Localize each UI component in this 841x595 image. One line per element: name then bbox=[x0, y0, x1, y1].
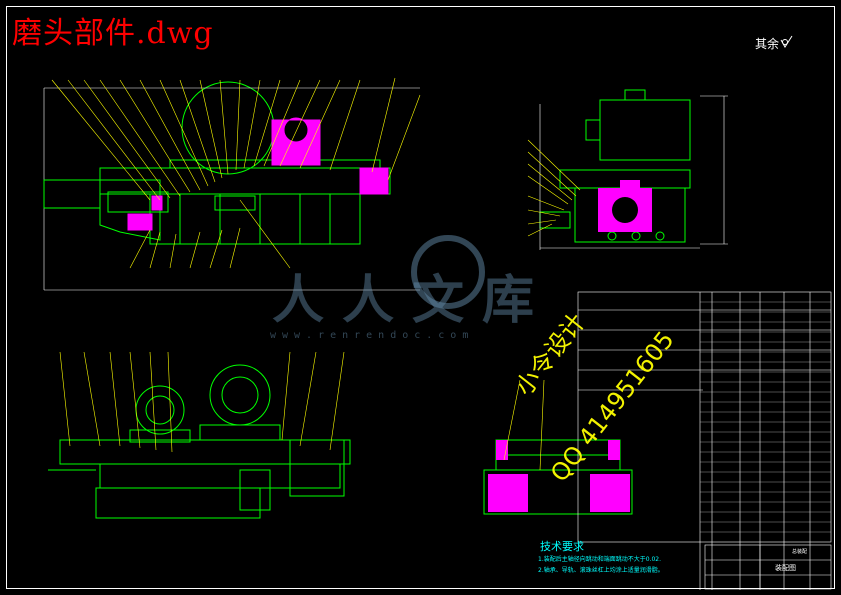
bottom-mid-leaders bbox=[503, 379, 545, 471]
roughness-symbol bbox=[780, 35, 793, 48]
side-view-sections bbox=[598, 180, 652, 232]
bottom-left-leaders bbox=[59, 351, 345, 453]
watermark-brand: 人人文库 bbox=[272, 271, 553, 331]
title-block-drawing-name: 装配图 bbox=[775, 564, 796, 572]
main-view-sections bbox=[127, 117, 389, 231]
technical-requirement-line: 2.轴承、导轨、滚珠丝杠上均涂上适量润滑脂。 bbox=[538, 567, 664, 574]
parts-list-rows bbox=[700, 301, 831, 533]
technical-requirement-line: 1.装配后主轴径向跳动和端面跳动不大于0.02. bbox=[538, 556, 661, 563]
title-block-assembly-label: 总装配 bbox=[792, 549, 808, 555]
main-view-leaders bbox=[51, 77, 421, 269]
technical-requirements-title: 技术要求 bbox=[540, 540, 584, 553]
bottom-left-view bbox=[48, 364, 351, 519]
drawing-frame bbox=[6, 6, 835, 589]
side-view-leaders bbox=[527, 139, 581, 237]
bottom-mid-sections bbox=[488, 440, 630, 512]
roughness-note: 其余 bbox=[755, 37, 780, 51]
file-title: 磨头部件.dwg bbox=[12, 16, 214, 51]
parts-list bbox=[577, 291, 832, 590]
motor-body bbox=[599, 99, 691, 161]
watermark-logo bbox=[411, 235, 485, 309]
side-view-dims bbox=[539, 95, 728, 250]
watermark-url: www.renrendoc.com bbox=[270, 330, 475, 341]
